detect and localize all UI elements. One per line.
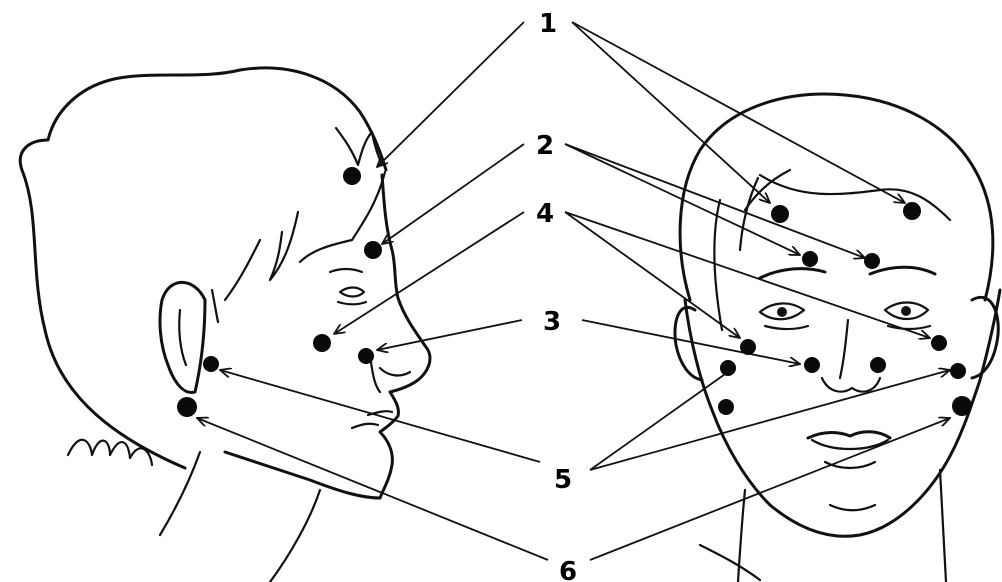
point-2-profile <box>364 241 382 259</box>
point-6-frontal-left <box>718 399 734 415</box>
point-3-frontal-left <box>804 357 820 373</box>
label-2: 2 <box>536 131 554 161</box>
point-3-frontal-right <box>870 357 886 373</box>
point-4-frontal-right <box>931 335 947 351</box>
point-6-frontal-right <box>952 396 972 416</box>
point-5-frontal-left <box>720 360 736 376</box>
label-1: 1 <box>539 9 557 39</box>
point-5-profile <box>203 356 219 372</box>
point-1-frontal-left <box>771 205 789 223</box>
point-1-profile <box>343 167 361 185</box>
point-2-frontal-right <box>864 253 880 269</box>
number-labels: 1 2 4 3 5 6 <box>536 9 577 582</box>
point-5-frontal-right <box>950 363 966 379</box>
acupoint-dots <box>177 167 972 417</box>
profile-head-drawing <box>20 68 430 582</box>
point-2-frontal-left <box>802 251 818 267</box>
label-4: 4 <box>536 199 554 229</box>
point-4-profile <box>313 334 331 352</box>
label-5: 5 <box>554 465 572 495</box>
label-6: 6 <box>559 557 577 582</box>
point-1-frontal-right <box>903 202 921 220</box>
label-3: 3 <box>543 307 561 337</box>
point-4-frontal-left <box>740 339 756 355</box>
point-3-profile <box>358 348 374 364</box>
point-6-profile <box>177 397 197 417</box>
